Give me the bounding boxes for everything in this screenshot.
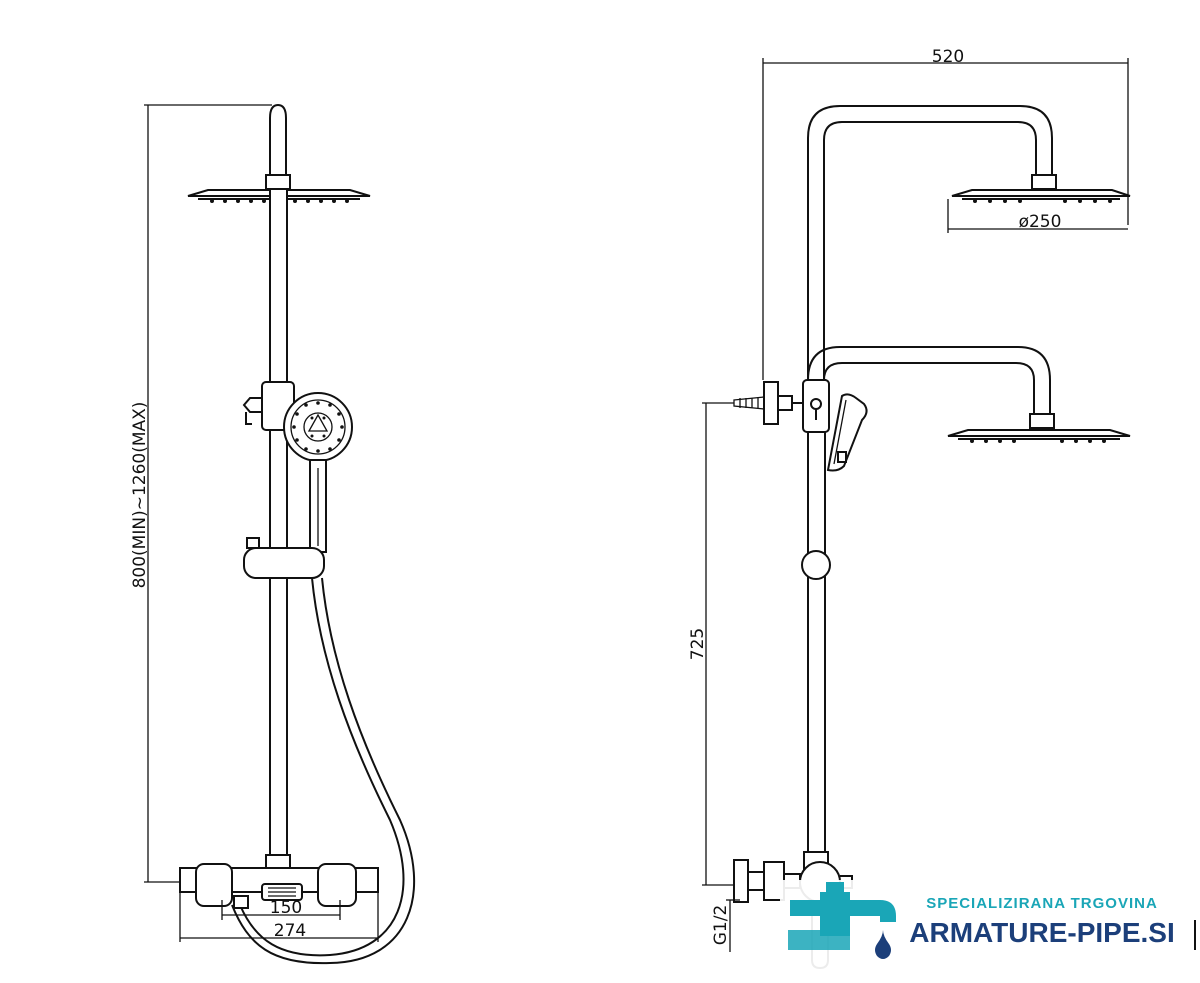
head-nozzles [210,199,349,203]
reach-520-label: 520 [932,47,964,67]
brand-name: ARMATURE-PIPE.SI [909,917,1175,948]
front-view: 800(MIN)~1260(MAX) [130,103,416,965]
lower-head-nozzles [970,439,1106,443]
brand-tagline: SPECIALIZIRANA TRGOVINA [926,895,1158,912]
diameter-250-label: ø250 [1019,212,1062,232]
height-range-label: 800(MIN)~1260(MAX) [130,402,150,589]
faucet-icon [788,882,896,950]
width-274-label: 274 [274,921,306,941]
hand-shower-nozzles [292,401,344,453]
height-725-label: 725 [688,628,708,660]
brand-logo: SPECIALIZIRANA TRGOVINA ARMATURE-PIPE.SI [780,880,1200,980]
water-drop-icon [875,930,891,959]
width-150-label: 150 [270,898,302,918]
thread-label: G1/2 [711,905,731,946]
side-view: 520 ø250 [688,47,1131,970]
upper-head-nozzles [973,199,1112,203]
